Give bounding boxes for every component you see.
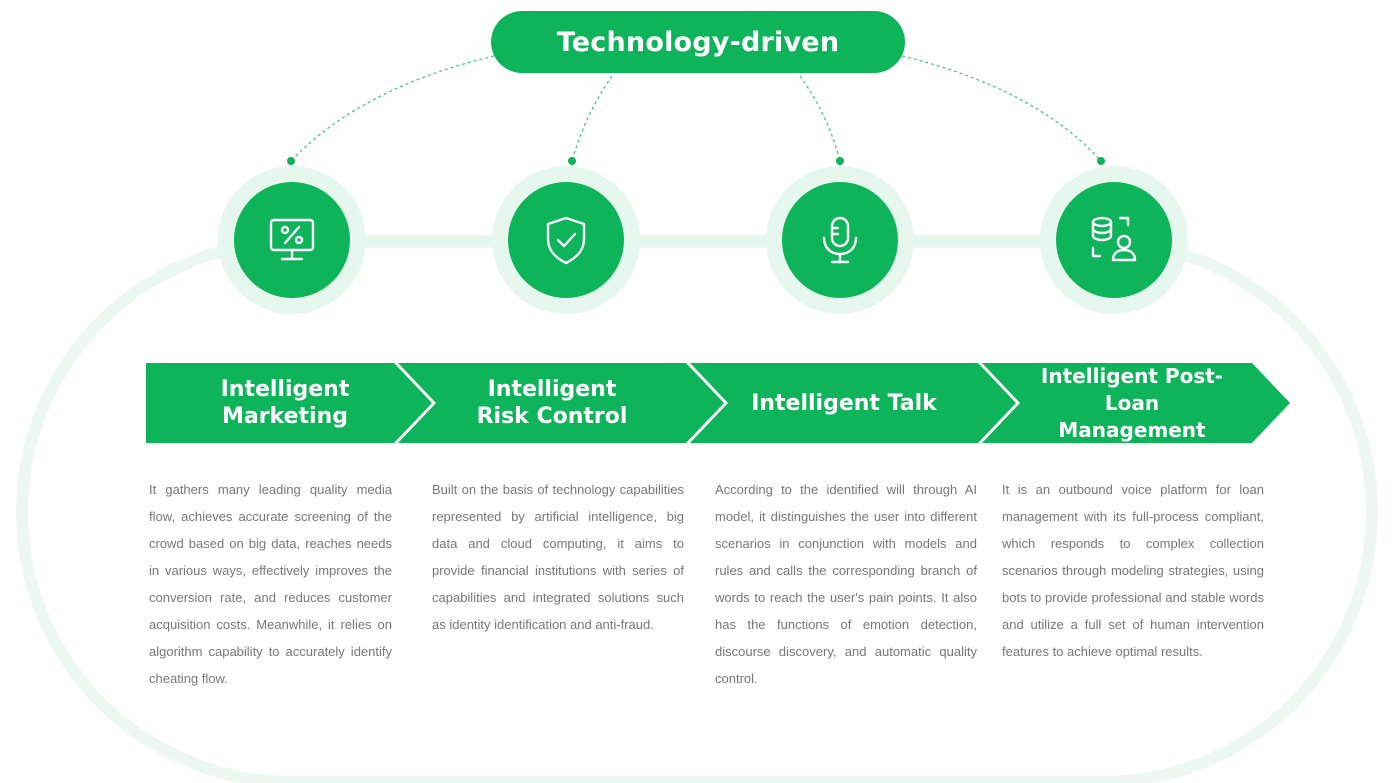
microphone-icon	[822, 216, 858, 264]
link-dot-3	[836, 157, 844, 165]
title-pill: Technology-driven	[491, 11, 905, 73]
banner-chevron-3	[690, 363, 1016, 443]
shield-check-icon	[546, 216, 586, 265]
link-dot-1	[287, 157, 295, 165]
stage-node-talk	[766, 166, 914, 314]
stage-label-risk-control: Intelligent Risk Control	[476, 377, 628, 429]
stage-description-talk: According to the identified will through…	[715, 482, 977, 686]
banner-chevron-2	[398, 363, 724, 443]
stage-label-marketing: Intelligent Marketing	[220, 377, 350, 429]
dashed-link-4	[901, 55, 1102, 162]
stage-label-talk: Intelligent Talk	[751, 390, 937, 416]
stage-description-marketing: It gathers many leading quality media fl…	[149, 482, 392, 686]
stage-node-core	[508, 182, 624, 298]
page-title: Technology-driven	[556, 26, 840, 58]
stage-node-post-loan	[1040, 166, 1188, 314]
stage-description-risk-control: Built on the basis of technology capabil…	[432, 482, 684, 632]
stage-node-risk-control	[492, 166, 640, 314]
stage-label-post-loan: Intelligent Post-Loan Management	[1040, 363, 1224, 442]
banner-chevron-4	[982, 363, 1290, 443]
dashed-link-2	[571, 75, 613, 162]
dashed-link-1	[290, 55, 495, 162]
outer-frame	[16, 236, 1378, 783]
database-user-icon	[1091, 216, 1137, 262]
link-dot-2	[568, 157, 576, 165]
discount-monitor-icon	[269, 218, 315, 261]
stage-node-core	[782, 182, 898, 298]
stage-node-core	[234, 182, 350, 298]
stage-node-core	[1056, 182, 1172, 298]
stage-description-post-loan: It is an outbound voice platform for loa…	[1002, 482, 1264, 659]
link-dot-4	[1097, 157, 1105, 165]
stage-node-marketing	[218, 166, 366, 314]
dashed-link-3	[799, 75, 841, 162]
banner-chevron-1	[146, 363, 432, 443]
stage-banner	[146, 363, 1290, 443]
